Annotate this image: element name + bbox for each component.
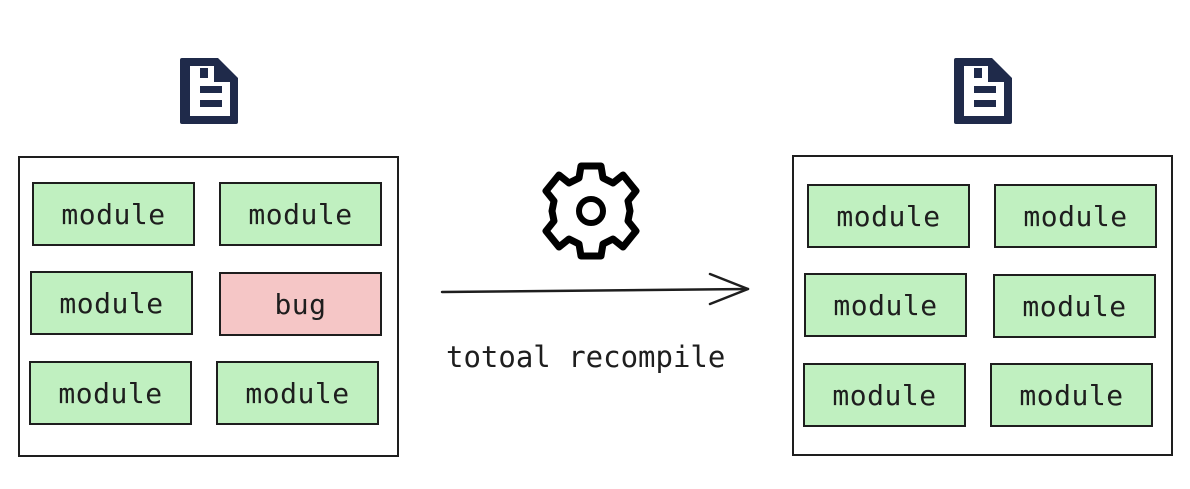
module-box: module bbox=[807, 184, 970, 248]
module-box: module bbox=[804, 273, 967, 337]
module-box: module bbox=[30, 271, 193, 335]
bug-box: bug bbox=[219, 272, 382, 336]
gear-icon bbox=[542, 162, 640, 260]
process-caption: totoal recompile bbox=[446, 340, 726, 374]
module-box: module bbox=[993, 274, 1156, 338]
module-box: module bbox=[29, 361, 192, 425]
module-box: module bbox=[219, 182, 382, 246]
arrow-right-icon bbox=[440, 272, 750, 306]
module-box: module bbox=[994, 184, 1157, 248]
module-box: module bbox=[803, 363, 966, 427]
module-box: module bbox=[216, 361, 379, 425]
module-box: module bbox=[990, 363, 1153, 427]
module-box: module bbox=[32, 182, 195, 246]
document-icon bbox=[180, 58, 238, 124]
document-icon bbox=[954, 58, 1012, 124]
